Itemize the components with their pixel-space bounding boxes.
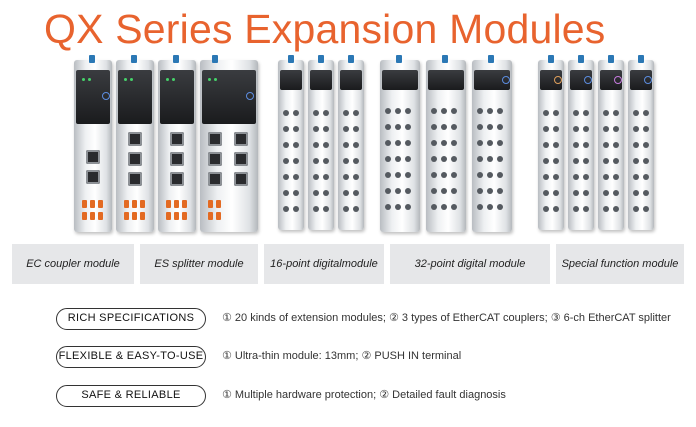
special-function-module	[568, 55, 594, 230]
feature-badge: FLEXIBLE & EASY-TO-USE	[56, 346, 206, 368]
16-point-digital-module	[308, 55, 334, 230]
page-title: QX Series Expansion Modules	[44, 6, 606, 52]
module-label-32-point: 32-point digital module	[414, 258, 526, 270]
feature-badge: SAFE & RELIABLE	[56, 385, 206, 407]
ec-coupler-module	[116, 55, 154, 232]
ec-coupler-module	[74, 55, 112, 232]
feature-badge: RICH SPECIFICATIONS	[56, 308, 206, 330]
module-label-16-point: 16-point digitalmodule	[270, 258, 378, 270]
special-function-module	[628, 55, 654, 230]
module-label-es-splitter: ES splitter module	[154, 258, 244, 270]
16-point-digital-module	[338, 55, 364, 230]
module-label-special-function: Special function module	[561, 258, 679, 270]
module-label-ec-coupler: EC coupler module	[26, 258, 120, 270]
special-function-module	[598, 55, 624, 230]
16-point-digital-module	[278, 55, 304, 230]
module-category-bar: EC coupler module ES splitter module 16-…	[12, 244, 684, 284]
feature-description: ① Ultra-thin module: 13mm; ② PUSH IN ter…	[222, 350, 462, 362]
feature-description: ① 20 kinds of extension modules; ② 3 typ…	[222, 312, 671, 324]
special-function-module	[538, 55, 564, 230]
feature-description: ① Multiple hardware protection; ② Detail…	[222, 389, 506, 401]
es-splitter-module	[200, 55, 258, 232]
ec-coupler-module	[158, 55, 196, 232]
32-point-digital-module	[426, 55, 466, 232]
module-product-image	[0, 55, 696, 250]
32-point-digital-module	[472, 55, 512, 232]
32-point-digital-module	[380, 55, 420, 232]
